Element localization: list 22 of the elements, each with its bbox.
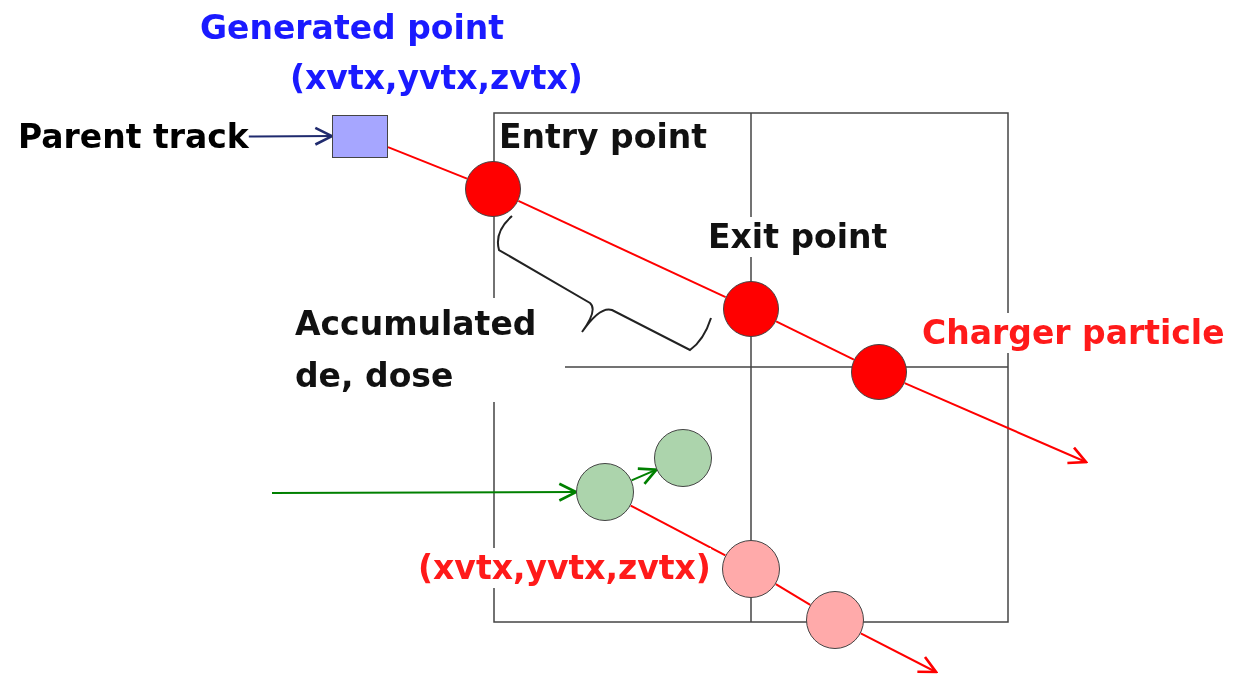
track-arrow: [271, 482, 578, 502]
track-label: Parent track: [18, 117, 249, 157]
track-line: [387, 146, 468, 180]
point-caption: Entry point: [499, 117, 707, 157]
hit-circle: [851, 344, 907, 400]
track-arrow: [247, 126, 334, 146]
track-arrow: [630, 467, 658, 486]
point-caption: Generated point: [200, 8, 505, 48]
coordinate-label: (xvtx,yvtx,zvtx): [418, 548, 711, 588]
hit-circle: [723, 281, 779, 337]
vertex-square: [332, 114, 388, 158]
hit-circle: [465, 161, 521, 217]
track-line: [775, 320, 855, 361]
point-caption: Exit point: [708, 217, 888, 257]
particle-label: Charger particle: [922, 313, 1225, 353]
track-line: [629, 504, 727, 557]
track-line: [774, 583, 812, 606]
track-arrow: [903, 382, 1088, 465]
coordinate-label: (xvtx,yvtx,zvtx): [290, 58, 583, 98]
track-arrow: [859, 632, 938, 674]
track-line: [517, 199, 727, 299]
quantity-label: Accumulated de, dose: [295, 298, 565, 402]
